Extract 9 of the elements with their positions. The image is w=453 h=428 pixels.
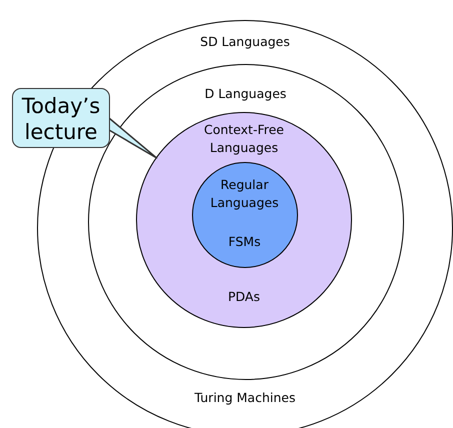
set-label: FSMs — [228, 232, 261, 250]
callout-tail — [108, 117, 158, 160]
callout-text: Today’s lecture — [20, 93, 102, 145]
set-label: Regular Languages — [209, 176, 280, 212]
set-label: SD Languages — [200, 33, 290, 51]
set-label: D Languages — [204, 84, 286, 102]
set-label: Turing Machines — [194, 389, 296, 407]
set-label: PDAs — [228, 288, 260, 306]
set-label: Context-Free Languages — [202, 121, 285, 157]
